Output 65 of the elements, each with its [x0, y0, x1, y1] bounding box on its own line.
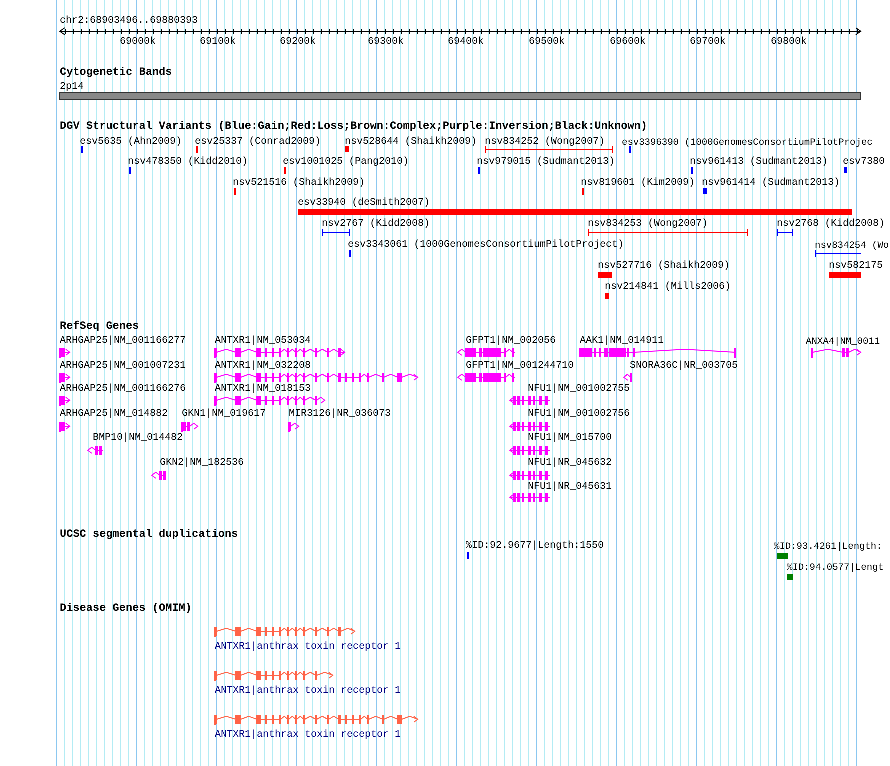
gene-label: GKN2|NM_182536 — [160, 458, 244, 469]
variant-label: nsv582175 — [829, 261, 884, 272]
variant-label: esv3343061 (1000GenomesConsortiumPilotProject) — [348, 240, 624, 251]
gene-label: BMP10|NM_014482 — [93, 433, 184, 444]
band-label: 2p14 — [60, 82, 84, 93]
disease-gene-label: ANTXR1|anthrax toxin receptor 1 — [215, 730, 402, 741]
gene-label: ANXA4|NM_0011 — [806, 336, 880, 347]
variant-label: nsv214841 (Mills2006) — [605, 282, 732, 293]
duplication-label: %ID:94.0577|Lengt — [787, 562, 884, 573]
gene-label: NFU1|NM_015700 — [528, 433, 612, 444]
tick-label: 69100k — [200, 37, 236, 48]
gene-label: NFU1|NR_045631 — [528, 482, 612, 493]
variant-label: esv5635 (Ahn2009) — [80, 137, 182, 148]
gene-label: ARHGAP25|NM_001007231 — [60, 361, 186, 372]
tick-label: 69200k — [280, 37, 316, 48]
tick-label: 69000k — [120, 37, 156, 48]
variant-label: nsv528644 (Shaikh2009) — [345, 137, 478, 148]
variant-label: nsv527716 (Shaikh2009) — [598, 261, 730, 272]
variant-label: nsv2768 (Kidd2008) — [777, 219, 886, 230]
gene-label: NFU1|NR_045632 — [528, 458, 612, 469]
tick-label: 69500k — [529, 37, 566, 48]
gene-label: SNORA36C|NR_003705 — [630, 361, 738, 372]
track-title: Cytogenetic Bands — [60, 68, 172, 79]
variant-label: nsv819601 (Kim2009) — [581, 178, 696, 189]
gene-label: GFPT1|NM_001244710 — [466, 361, 574, 372]
duplication-label: %ID:93.4261|Length: — [774, 541, 882, 552]
gene-label: ARHGAP25|NM_001166276 — [60, 384, 186, 395]
duplication-label: %ID:92.9677|Length:1550 — [466, 541, 604, 552]
gene-label: NFU1|NM_001002756 — [528, 409, 630, 420]
tick-label: 69400k — [448, 37, 484, 48]
variant-label: nsv834254 (Wo — [815, 240, 890, 251]
chromosome-position-label: chr2:68903496..69880393 — [60, 16, 198, 27]
gene-label: ARHGAP25|NM_001166277 — [60, 336, 186, 347]
variant-label: nsv834252 (Wong2007) — [485, 137, 606, 148]
disease-gene-label: ANTXR1|anthrax toxin receptor 1 — [215, 642, 402, 653]
track-title: DGV Structural Variants (Blue:Gain;Red:Loss;Brown:Complex;Purple:Inversion;Black:Unknown) — [60, 122, 648, 133]
disease-gene-label: ANTXR1|anthrax toxin receptor 1 — [215, 686, 402, 697]
gene-label: NFU1|NM_001002755 — [528, 384, 630, 395]
gene-label: MIR3126|NR_036073 — [289, 409, 392, 420]
variant-label: esv25337 (Conrad2009) — [195, 137, 322, 148]
tick-label: 69700k — [690, 37, 726, 48]
variant-label: esv33940 (deSmith2007) — [298, 198, 430, 209]
gene-label: AAK1|NM_014911 — [580, 336, 664, 347]
variant-label: esv1001025 (Pang2010) — [283, 157, 410, 168]
variant-label: nsv961414 (Sudmant2013) — [702, 178, 840, 189]
track-title: UCSC segmental duplications — [60, 530, 238, 541]
track-title: RefSeq Genes — [60, 322, 140, 333]
gene-label: GFPT1|NM_002056 — [466, 336, 556, 347]
gene-label: GKN1|NM_019617 — [182, 409, 266, 420]
variant-label: nsv478350 (Kidd2010) — [128, 157, 248, 168]
gene-label: ARHGAP25|NM_014882 — [60, 409, 168, 420]
variant-label: nsv2767 (Kidd2008) — [322, 219, 430, 230]
variant-label: nsv834253 (Wong2007) — [588, 219, 708, 230]
variant-label: nsv961413 (Sudmant2013) — [690, 157, 828, 168]
track-title: Disease Genes (OMIM) — [60, 604, 192, 615]
tick-label: 69300k — [368, 37, 404, 48]
gene-label: ANTXR1|NM_032208 — [215, 361, 312, 372]
gene-label: ANTXR1|NM_018153 — [215, 384, 312, 395]
tick-label: 69600k — [610, 37, 646, 48]
tick-label: 69800k — [771, 37, 808, 48]
variant-label: nsv521516 (Shaikh2009) — [233, 178, 366, 189]
variant-label: nsv979015 (Sudmant2013) — [477, 157, 616, 168]
gene-label: ANTXR1|NM_053034 — [215, 336, 312, 347]
variant-label: esv7380 — [843, 157, 886, 168]
variant-label: esv3396390 (1000GenomesConsortiumPilotProjec — [622, 137, 873, 148]
